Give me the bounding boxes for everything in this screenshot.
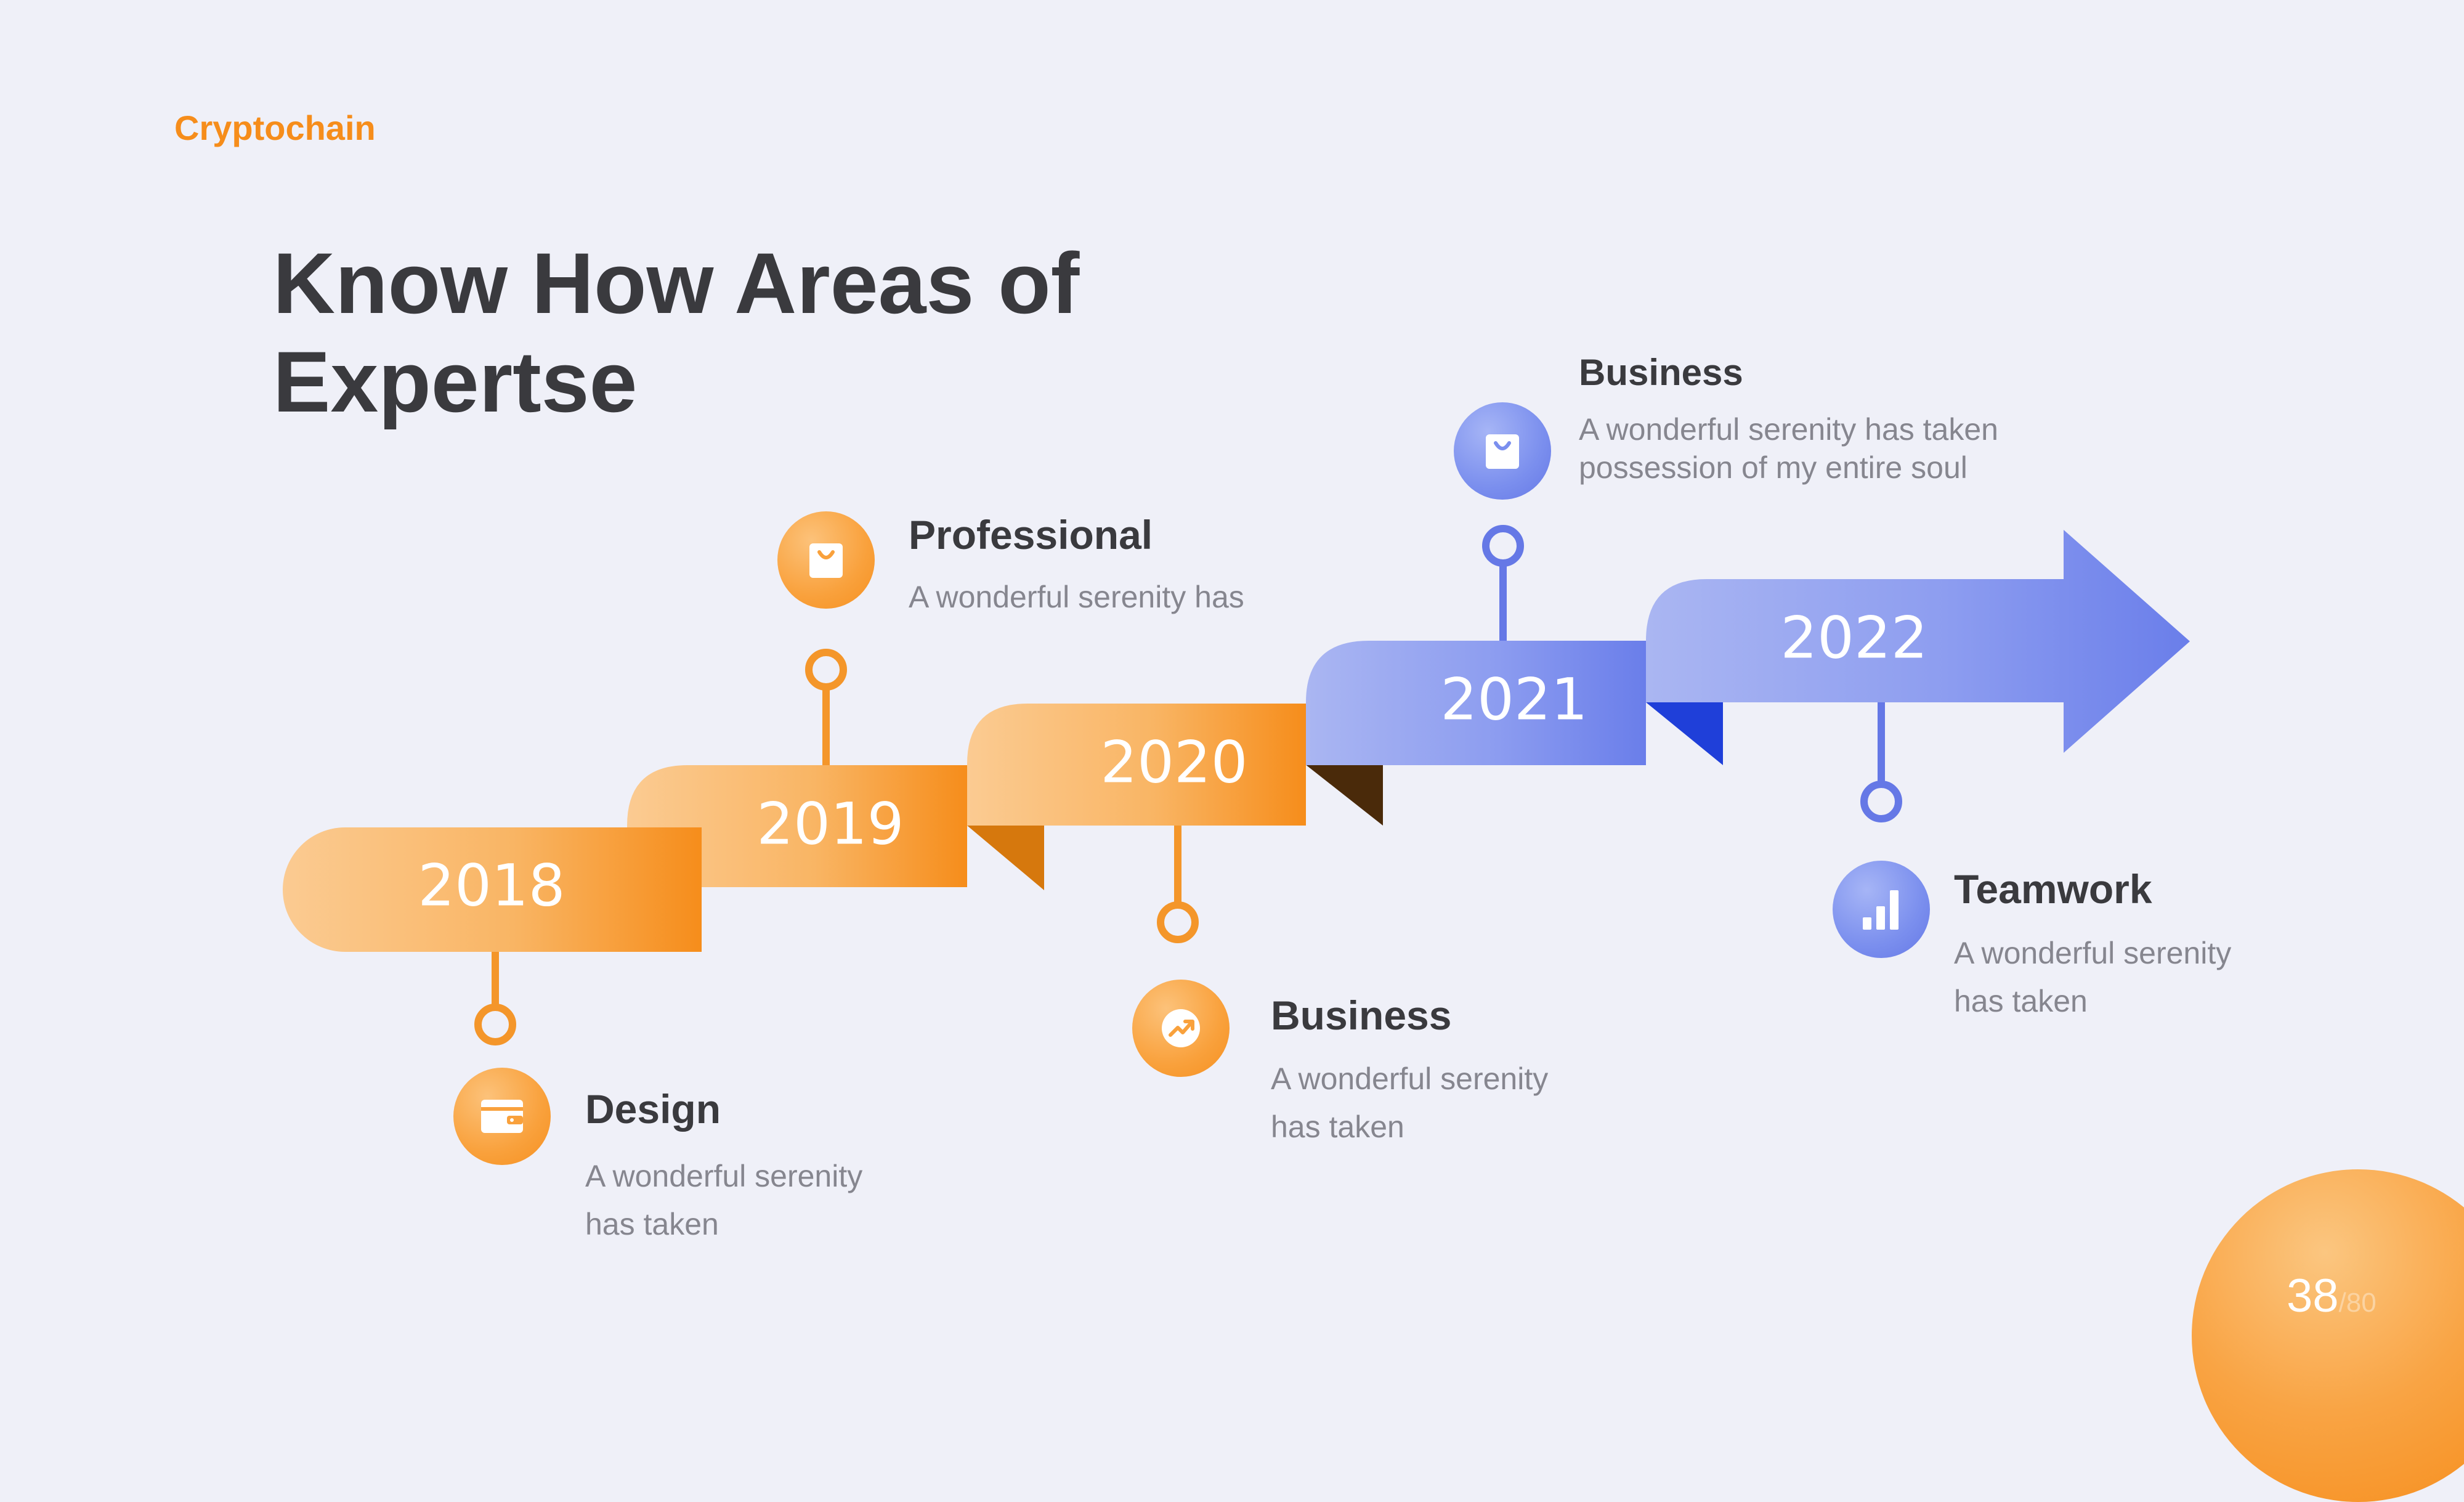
teamwork-heading: Teamwork	[1954, 866, 2152, 912]
business-top-desc-line-1: A wonderful serenity has taken	[1579, 412, 1998, 447]
teamwork-description: A wonderful serenity has taken	[1954, 929, 2231, 1025]
year-ribbon-2018	[283, 827, 702, 952]
timeline-diagram: 2018 2019 2020 2021 2022	[283, 525, 2190, 1045]
year-label-2020: 2020	[1100, 729, 1247, 797]
design-desc-line-2: has taken	[585, 1207, 719, 1241]
business-bottom-desc-line-1: A wonderful serenity	[1271, 1062, 1549, 1096]
page-title: Know How Areas of Expertse	[273, 234, 1197, 431]
shopping-bag-icon	[1454, 402, 1551, 500]
year-ribbon-2021	[1306, 641, 1646, 765]
business-bottom-desc-line-2: has taken	[1271, 1110, 1404, 1144]
design-heading: Design	[585, 1086, 721, 1132]
connector-rings	[474, 525, 1902, 1045]
business-top-desc-line-2: possession of my entire soul	[1579, 450, 1968, 485]
trend-up-icon	[1132, 980, 1230, 1077]
wallet-icon	[453, 1068, 551, 1165]
year-label-2019: 2019	[756, 791, 904, 858]
page-current: 38	[2287, 1270, 2339, 1322]
year-ribbon-2019	[627, 765, 967, 887]
year-label-2021: 2021	[1440, 667, 1587, 734]
page-total: /80	[2338, 1288, 2377, 1318]
professional-description: A wonderful serenity has	[909, 580, 1244, 614]
year-label-2018: 2018	[418, 853, 565, 920]
business-top-description: A wonderful serenity has taken possessio…	[1579, 410, 1998, 487]
year-label-2022: 2022	[1780, 605, 1927, 672]
page-number: 38/80	[2287, 1269, 2377, 1323]
design-description: A wonderful serenity has taken	[585, 1152, 862, 1248]
year-ribbon-2020	[967, 704, 1306, 826]
business-top-heading: Business	[1579, 352, 1743, 393]
title-line-1: Know How Areas of	[273, 235, 1080, 331]
brand-name: Cryptochain	[174, 108, 376, 147]
bar-chart-icon	[1833, 861, 1930, 958]
professional-heading: Professional	[909, 512, 1153, 558]
title-line-2: Expertse	[273, 333, 638, 430]
design-desc-line-1: A wonderful serenity	[585, 1159, 863, 1193]
year-ribbon-2022	[1646, 530, 2190, 753]
business-bottom-heading: Business	[1271, 993, 1452, 1038]
teamwork-desc-line-2: has taken	[1954, 984, 2088, 1018]
teamwork-desc-line-1: A wonderful serenity	[1954, 936, 2232, 970]
business-bottom-description: A wonderful serenity has taken	[1271, 1055, 1548, 1151]
shopping-bag-icon	[777, 511, 875, 609]
